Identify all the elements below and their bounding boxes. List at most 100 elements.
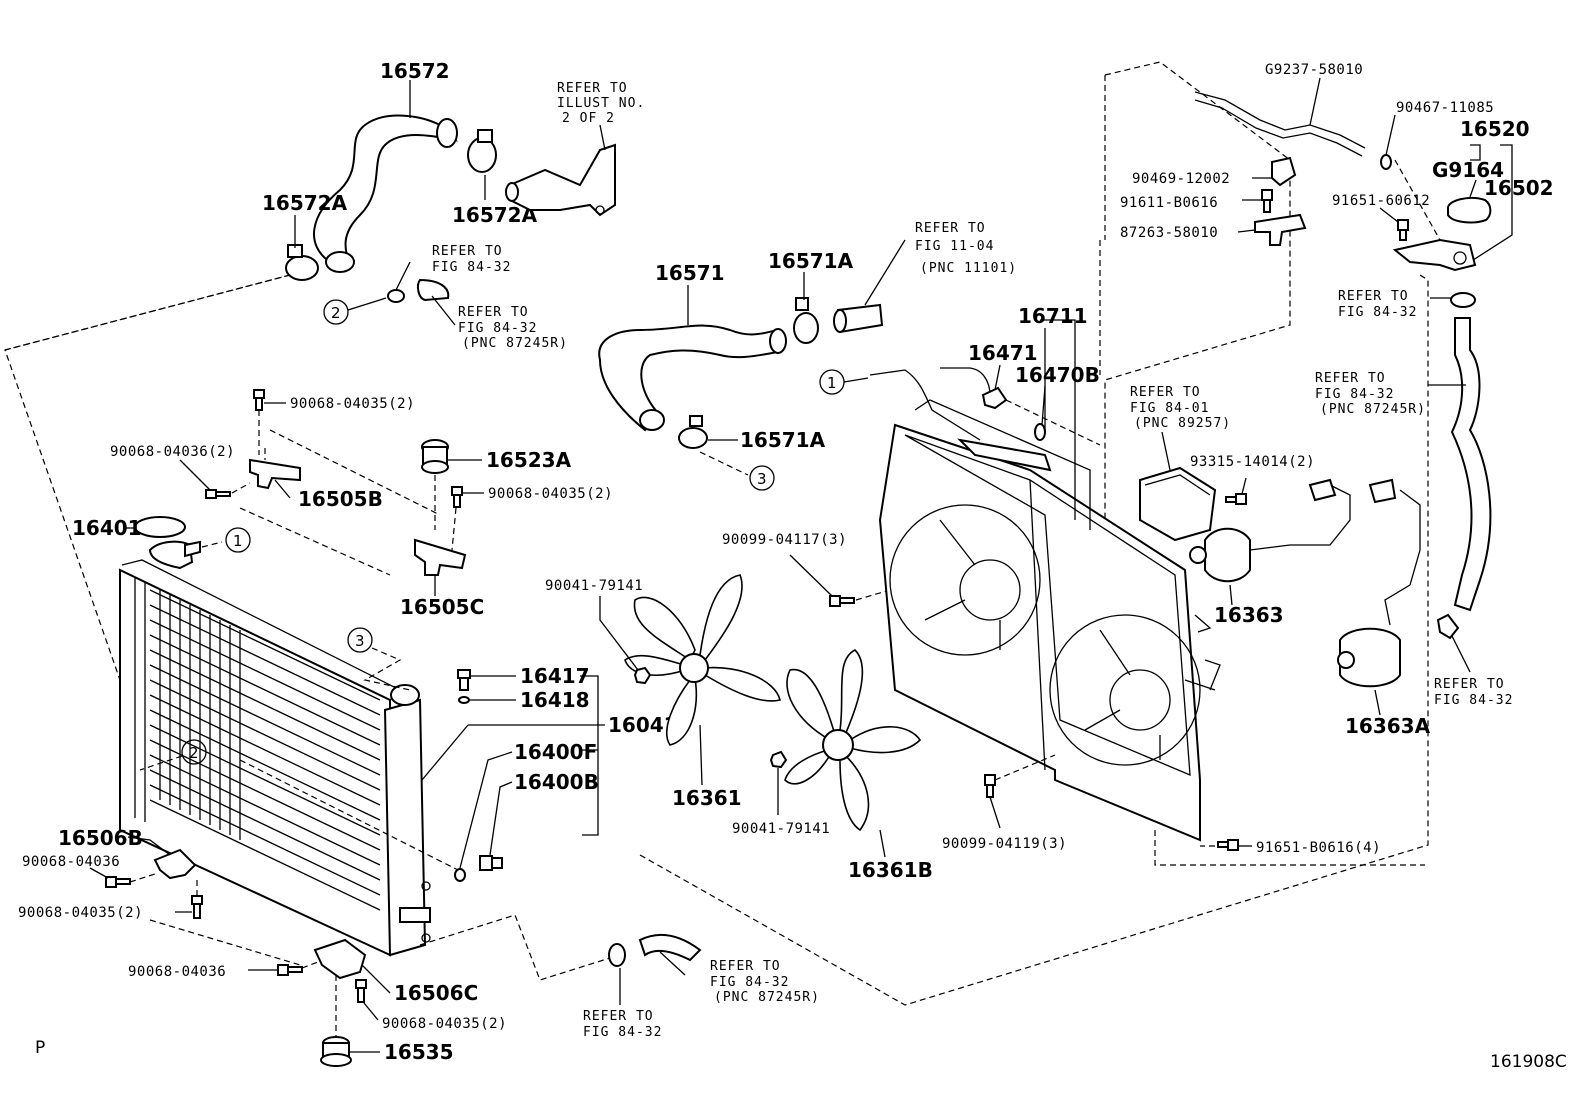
- refer-8432-e2: FIG 84-32: [1338, 305, 1417, 320]
- label-91611: 91611-B0616: [1120, 195, 1218, 211]
- label-93315: 93315-14014(2): [1190, 454, 1315, 470]
- label-90469: 90469-12002: [1132, 171, 1230, 187]
- label-91651-B0616: 91651-B0616(4): [1256, 840, 1381, 856]
- bolt-91651-60612[interactable]: [1397, 219, 1409, 241]
- label-90068-04035-d: 90068-04035(2): [382, 1016, 507, 1032]
- label-90068-04036-b: 90068-04036: [22, 854, 120, 870]
- reservoir-bracket[interactable]: [1392, 238, 1477, 272]
- bolt-90068-04036-b[interactable]: [105, 876, 131, 888]
- connector-ref-8432[interactable]: [1436, 613, 1460, 640]
- mount-cushion-16535[interactable]: [320, 1036, 352, 1067]
- assembly-boundary: [4, 274, 291, 351]
- bolt-90068-04035-c[interactable]: [191, 895, 203, 919]
- small-hose-clamp-bottom[interactable]: [608, 933, 702, 967]
- refer-8432-f3: (PNC 87245R): [1320, 402, 1426, 417]
- small-hose-clamp-ref[interactable]: [387, 278, 450, 303]
- label-16471: 16471: [968, 341, 1038, 365]
- screw-93315[interactable]: [1225, 493, 1247, 505]
- pipe-ref-11101[interactable]: [833, 303, 884, 334]
- refer-illust-line1: REFER TO: [557, 81, 628, 96]
- bolt-90068-04036-c[interactable]: [277, 964, 303, 976]
- clamp-90467[interactable]: [1380, 154, 1392, 170]
- o-ring-16400F[interactable]: [454, 868, 466, 882]
- callout-2-radiator: [181, 739, 207, 765]
- bolt-90099-04119[interactable]: [984, 774, 996, 798]
- refer-8432-a2: FIG 84-32: [432, 260, 511, 275]
- bolt-91611-B0616[interactable]: [1261, 189, 1273, 213]
- label-90099-04117: 90099-04117(3): [722, 532, 847, 548]
- refer-illust-line2: ILLUST NO.: [557, 96, 645, 111]
- label-90041-79141-b: 90041-79141: [732, 821, 830, 837]
- bracket-16505C[interactable]: [414, 538, 467, 576]
- radiator-cap-16401[interactable]: [134, 516, 186, 538]
- fan-motor-16363A[interactable]: [1337, 478, 1421, 688]
- refer-8432-f1: REFER TO: [1315, 371, 1386, 386]
- label-91651-60612: 91651-60612: [1332, 193, 1430, 209]
- bolt-90099-04117[interactable]: [829, 595, 855, 607]
- bolt-90068-04035-d[interactable]: [355, 979, 367, 1003]
- nut-90041-79141-b[interactable]: [769, 750, 788, 769]
- bolt-90068-04035-a[interactable]: [253, 389, 265, 411]
- reservoir-hose-ref-1[interactable]: [869, 367, 991, 441]
- label-90068-04035-a: 90068-04035(2): [290, 396, 415, 412]
- bolt-90068-04035-b[interactable]: [451, 486, 463, 508]
- radiator-16041[interactable]: [119, 540, 431, 957]
- refer-8432-g1: REFER TO: [1434, 677, 1505, 692]
- refer-8432-d2: FIG 84-32: [710, 975, 789, 990]
- fan-16361B[interactable]: [784, 649, 922, 832]
- clip-16471[interactable]: [981, 386, 1008, 410]
- bracket-16505B[interactable]: [249, 458, 301, 490]
- refer-8432-b1: REFER TO: [458, 305, 529, 320]
- label-90041-79141-a: 90041-79141: [545, 578, 643, 594]
- water-outlet-pipe[interactable]: [505, 143, 616, 217]
- refer-8432-c1: REFER TO: [583, 1009, 654, 1024]
- reservoir-hose-right[interactable]: [1450, 292, 1492, 612]
- lower-radiator-hose-16571[interactable]: [598, 324, 787, 432]
- label-16417: 16417: [520, 664, 590, 688]
- label-90068-04036-a: 90068-04036(2): [110, 444, 235, 460]
- hose-clamp-16571A-top[interactable]: [793, 297, 819, 344]
- hose-clamp-16572A-left[interactable]: [285, 244, 319, 281]
- fan-motor-16363[interactable]: [1189, 478, 1351, 583]
- nut-90041-79141-a[interactable]: [633, 666, 652, 685]
- refer-8401-2: FIG 84-01: [1130, 401, 1209, 416]
- bolt-90068-04036-a[interactable]: [205, 489, 231, 499]
- drain-cock-16417[interactable]: [457, 669, 471, 691]
- label-16520: 16520: [1460, 117, 1530, 141]
- refer-1104-3: (PNC 11101): [920, 261, 1017, 276]
- drain-plug-16400B[interactable]: [479, 855, 503, 871]
- gasket-16418[interactable]: [458, 696, 470, 704]
- refer-8432-a1: REFER TO: [432, 244, 503, 259]
- label-16361: 16361: [672, 786, 742, 810]
- clip-90469[interactable]: [1271, 156, 1297, 187]
- hose-G9237[interactable]: [1194, 91, 1366, 157]
- label-16711: 16711: [1018, 304, 1088, 328]
- label-16400B: 16400B: [514, 770, 599, 794]
- upper-radiator-hose-16572[interactable]: [313, 114, 459, 273]
- callout-2-radiator-text: 2: [189, 744, 199, 762]
- refer-illust-line3: 2 OF 2: [562, 111, 615, 126]
- mount-cushion-16523A[interactable]: [421, 439, 449, 474]
- callout-1-radiator: [225, 527, 251, 553]
- bracket-87263[interactable]: [1254, 213, 1307, 246]
- bracket-16506C[interactable]: [313, 938, 367, 980]
- hose-clamp-16572A-right[interactable]: [467, 129, 497, 173]
- label-90068-04035-c: 90068-04035(2): [18, 905, 143, 921]
- assembly-boundary-left: [4, 61, 1429, 1006]
- fan-shroud-16711[interactable]: [878, 399, 1221, 842]
- corner-p-mark: P: [35, 1038, 45, 1058]
- callout-3-radiator: [347, 627, 373, 653]
- callout-1-shroud-text: 1: [827, 374, 837, 392]
- cap-G9164[interactable]: [1447, 197, 1492, 224]
- label-G9164: G9164: [1432, 158, 1504, 182]
- clamp-16470B[interactable]: [1034, 423, 1046, 441]
- label-16418: 16418: [520, 688, 590, 712]
- label-90467: 90467-11085: [1396, 100, 1494, 116]
- label-16571: 16571: [655, 261, 725, 285]
- bracket-16506B[interactable]: [153, 848, 197, 880]
- hose-clamp-16571A-bottom[interactable]: [678, 415, 708, 449]
- bolt-91651-B0616[interactable]: [1217, 839, 1239, 851]
- label-90099-04119: 90099-04119(3): [942, 836, 1067, 852]
- fan-relay-ref-89257[interactable]: [1139, 466, 1217, 542]
